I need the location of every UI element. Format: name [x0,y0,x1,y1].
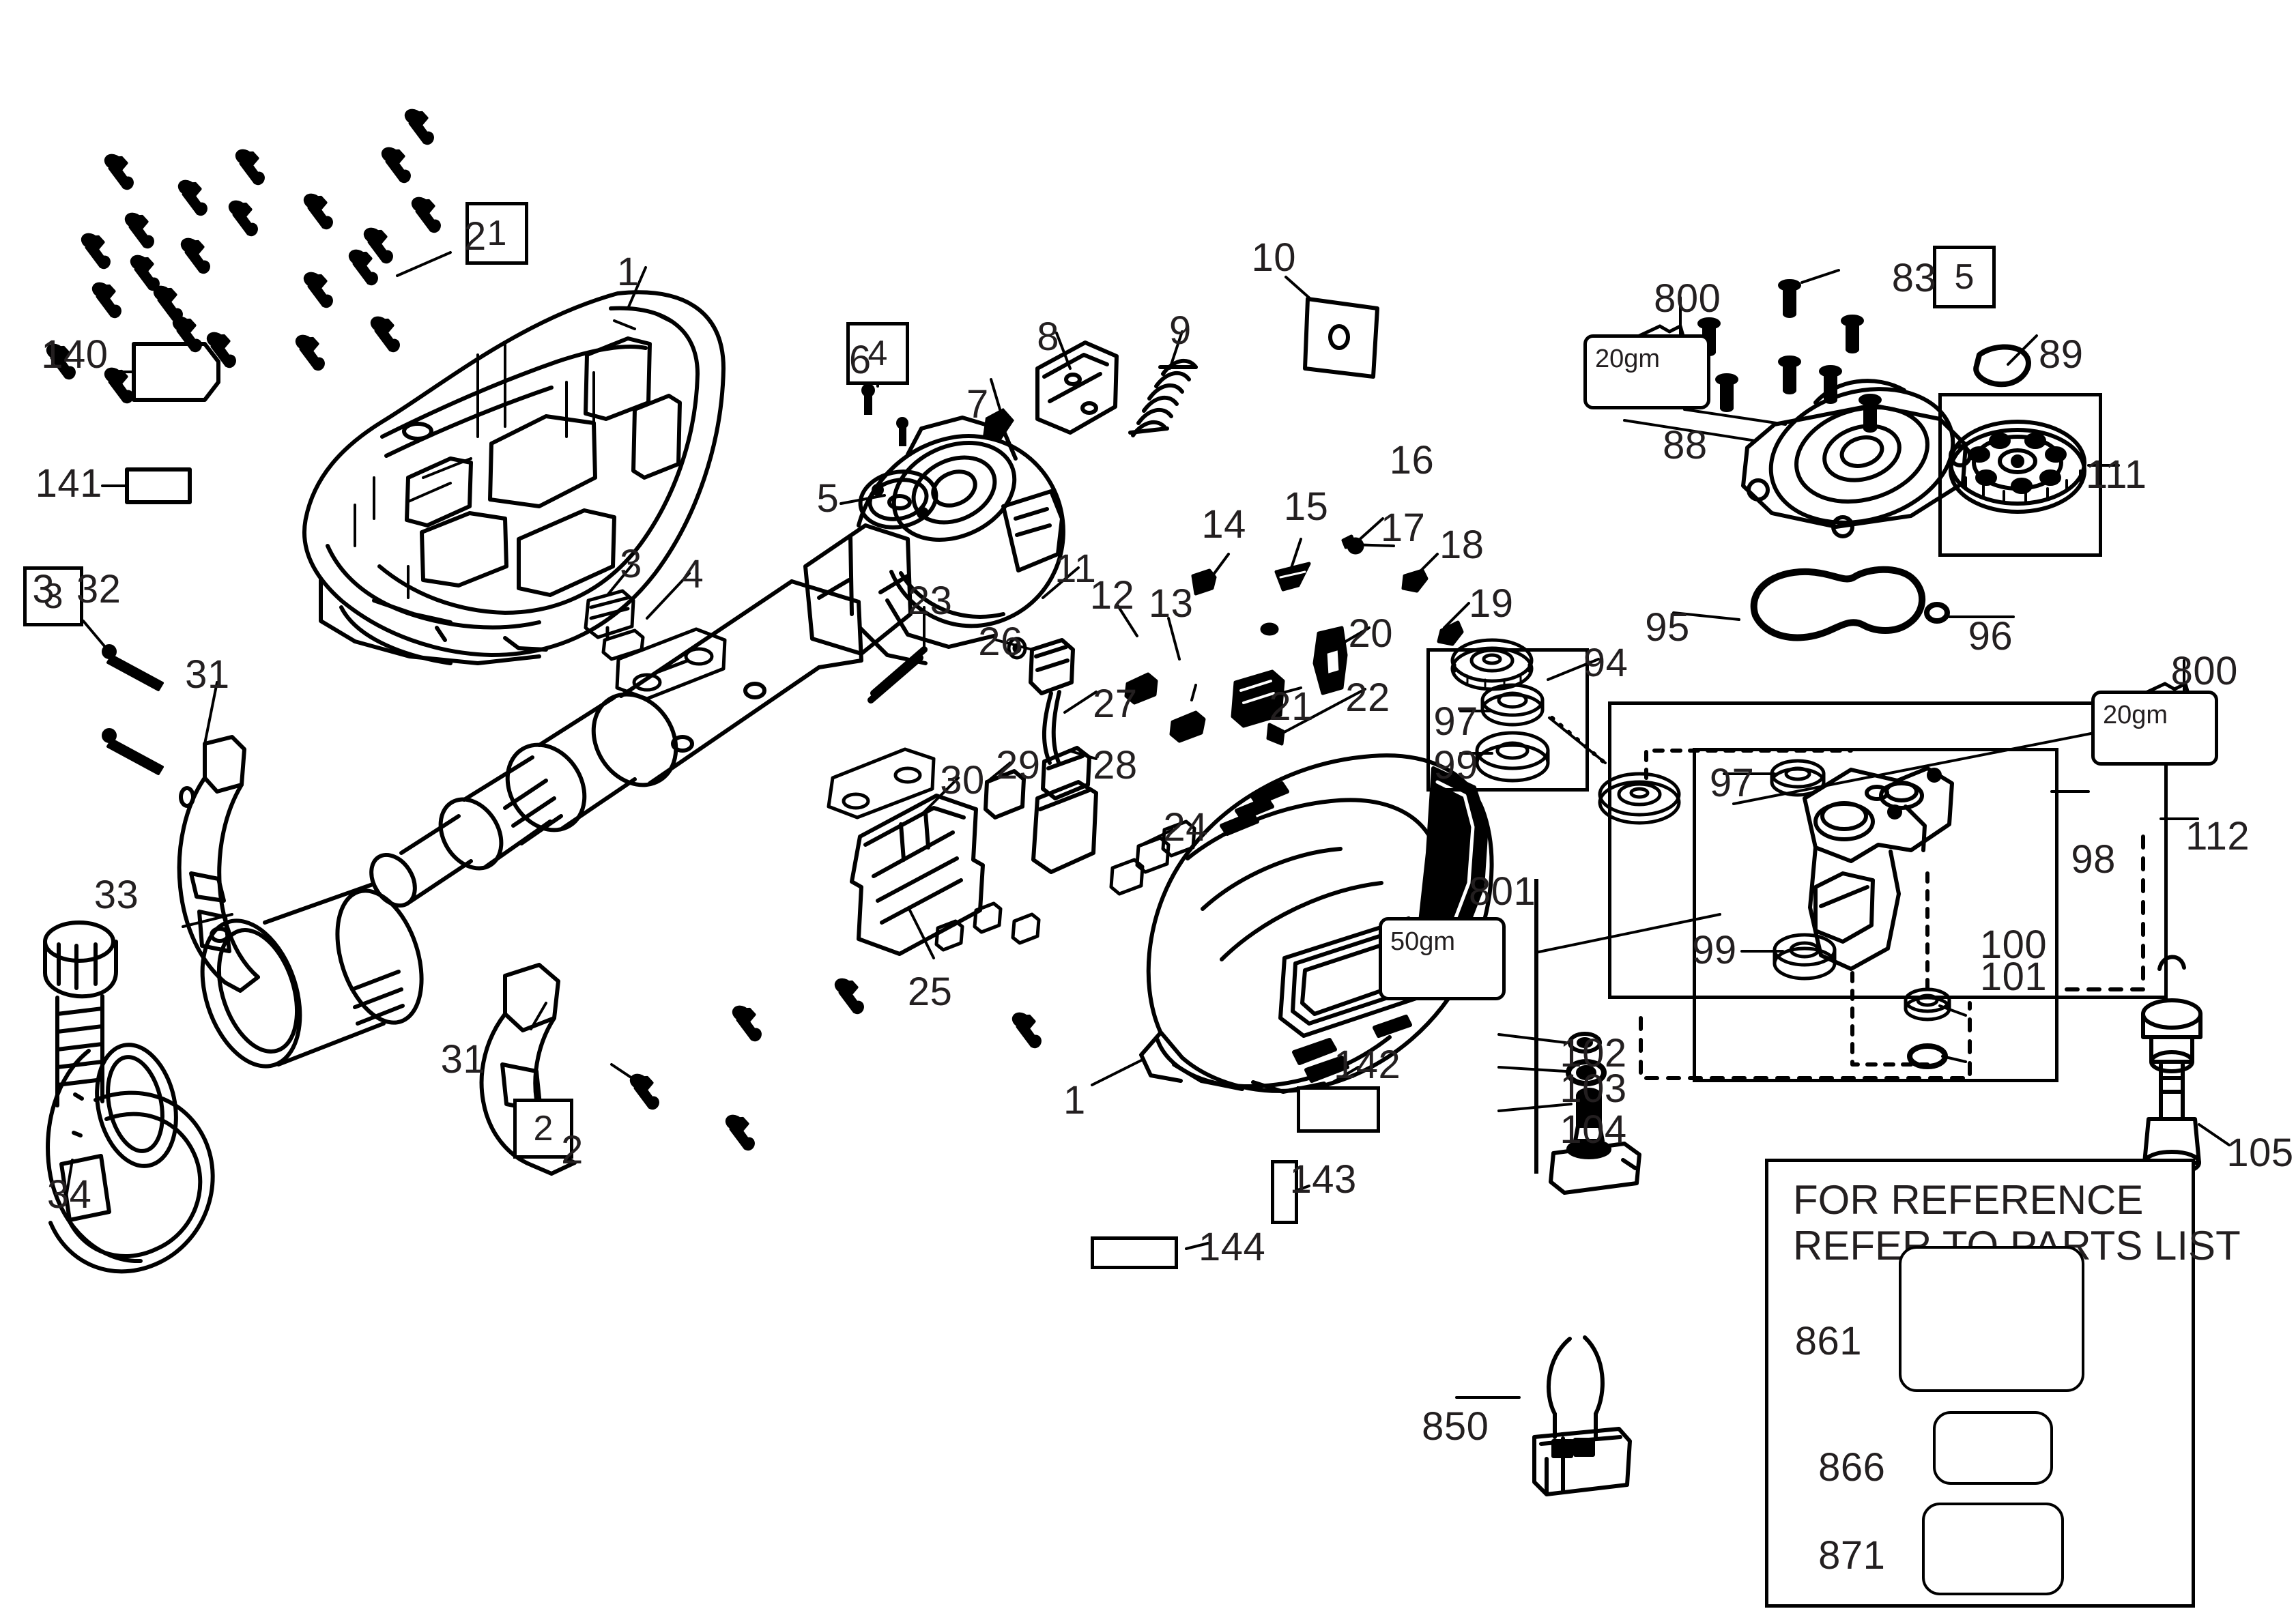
part-number-callout-25: 25 [907,969,953,1014]
part-number-callout-2: 2 [464,214,487,259]
part-number-callout-800: 800 [2170,649,2238,694]
part-number-callout-95: 95 [1645,605,1690,650]
part-number-callout-140: 140 [41,332,109,377]
label-plate-142 [1297,1086,1380,1133]
part-number-callout-29: 29 [996,743,1041,788]
part-number-callout-97: 97 [1433,699,1478,744]
part-number-callout-88: 88 [1663,423,1708,468]
part-number-callout-32: 32 [76,566,121,611]
part-number-callout-15: 15 [1283,484,1329,530]
index-box-5: 5 [1933,246,1996,308]
part-number-callout-801: 801 [1469,869,1536,914]
reference-cell-866 [1933,1411,2053,1485]
part-number-callout-1: 1 [1063,1077,1086,1122]
part-number-callout-31: 31 [440,1036,486,1082]
reference-cell-861 [1899,1246,2084,1392]
index-box-4: 4 [846,322,909,385]
part-number-callout-9: 9 [1168,308,1192,353]
part-number-callout-10: 10 [1251,235,1297,280]
grease-callout-800-left: 20gm [1583,334,1710,409]
part-number-callout-99: 99 [1692,928,1737,973]
part-number-callout-26: 26 [978,620,1023,665]
part-number-callout-27: 27 [1093,681,1138,726]
part-number-callout-4: 4 [681,552,704,597]
group-frame-112 [1608,701,2168,999]
part-number-callout-22: 22 [1345,676,1390,721]
part-number-callout-19: 19 [1469,581,1514,626]
part-number-callout-20: 20 [1348,611,1394,656]
part-number-callout-5: 5 [816,476,840,521]
part-number-callout-102: 102 [1560,1031,1627,1075]
part-number-callout-100: 100 [1979,922,2048,967]
part-number-callout-3: 3 [32,566,55,611]
index-box-2: 2 [513,1099,573,1159]
part-number-callout-861: 861 [1794,1318,1863,1363]
grease-callout-800-right: 20gm [2091,691,2218,766]
part-number-callout-866: 866 [1818,1445,1886,1490]
part-number-callout-16: 16 [1389,437,1435,482]
part-number-callout-1: 1 [616,250,640,295]
part-number-callout-14: 14 [1201,502,1246,547]
part-number-callout-850: 850 [1422,1404,1489,1449]
reference-cell-871 [1922,1503,2064,1595]
grease-weight-label: 50gm [1390,927,1456,956]
label-plate-143 [1271,1160,1298,1224]
part-number-callout-101: 101 [1979,955,2048,1000]
part-number-callout-28: 28 [1093,743,1138,788]
part-number-callout-94: 94 [1583,640,1628,685]
part-number-callout-13: 13 [1148,581,1194,626]
part-number-callout-24: 24 [1163,804,1208,850]
part-number-callout-34: 34 [46,1172,92,1217]
part-number-callout-12: 12 [1089,572,1135,618]
part-number-callout-871: 871 [1818,1533,1886,1578]
part-number-callout-33: 33 [94,872,139,917]
grease-callout-801: 50gm [1379,917,1506,1000]
part-number-callout-11: 11 [1054,546,1097,591]
group-frame-left-vert [1534,879,1540,1172]
part-number-callout-23: 23 [907,579,953,624]
part-number-callout-143: 143 [1289,1157,1357,1202]
part-number-callout-112: 112 [2185,813,2250,858]
part-number-callout-104: 104 [1560,1107,1627,1152]
part-number-callout-144: 144 [1199,1225,1266,1270]
part-number-callout-31: 31 [185,652,230,697]
label-plate-144 [1091,1236,1178,1269]
part-number-callout-8: 8 [1037,314,1060,359]
part-number-callout-17: 17 [1380,505,1426,550]
part-number-callout-105: 105 [2226,1131,2294,1176]
part-number-callout-96: 96 [1968,613,2013,658]
part-number-callout-800: 800 [1654,276,1721,321]
part-number-callout-7: 7 [966,381,989,426]
part-number-callout-6: 6 [848,338,872,383]
part-number-callout-30: 30 [940,757,985,802]
group-frame-111 [1938,393,2102,557]
grease-weight-label: 20gm [2103,701,2168,729]
part-number-callout-97: 97 [1709,761,1755,806]
part-number-callout-2: 2 [561,1128,584,1173]
part-number-callout-99: 99 [1433,743,1478,788]
part-number-callout-3: 3 [620,542,642,587]
group-frame-98 [1693,748,2058,1082]
part-number-callout-142: 142 [1334,1043,1401,1088]
grease-weight-label: 20gm [1595,345,1661,373]
part-number-callout-89: 89 [2038,332,2084,377]
part-number-callout-98: 98 [2071,837,2116,882]
index-box-1: 1 [465,202,528,265]
part-number-callout-18: 18 [1439,523,1484,568]
part-number-callout-111: 111 [2085,452,2147,497]
index-box-3: 3 [23,566,83,626]
part-number-callout-103: 103 [1560,1066,1627,1111]
part-number-callout-21: 21 [1269,684,1314,729]
part-number-callout-141: 141 [35,461,102,506]
group-frame-94 [1426,648,1589,792]
part-number-callout-83: 83 [1891,255,1937,300]
